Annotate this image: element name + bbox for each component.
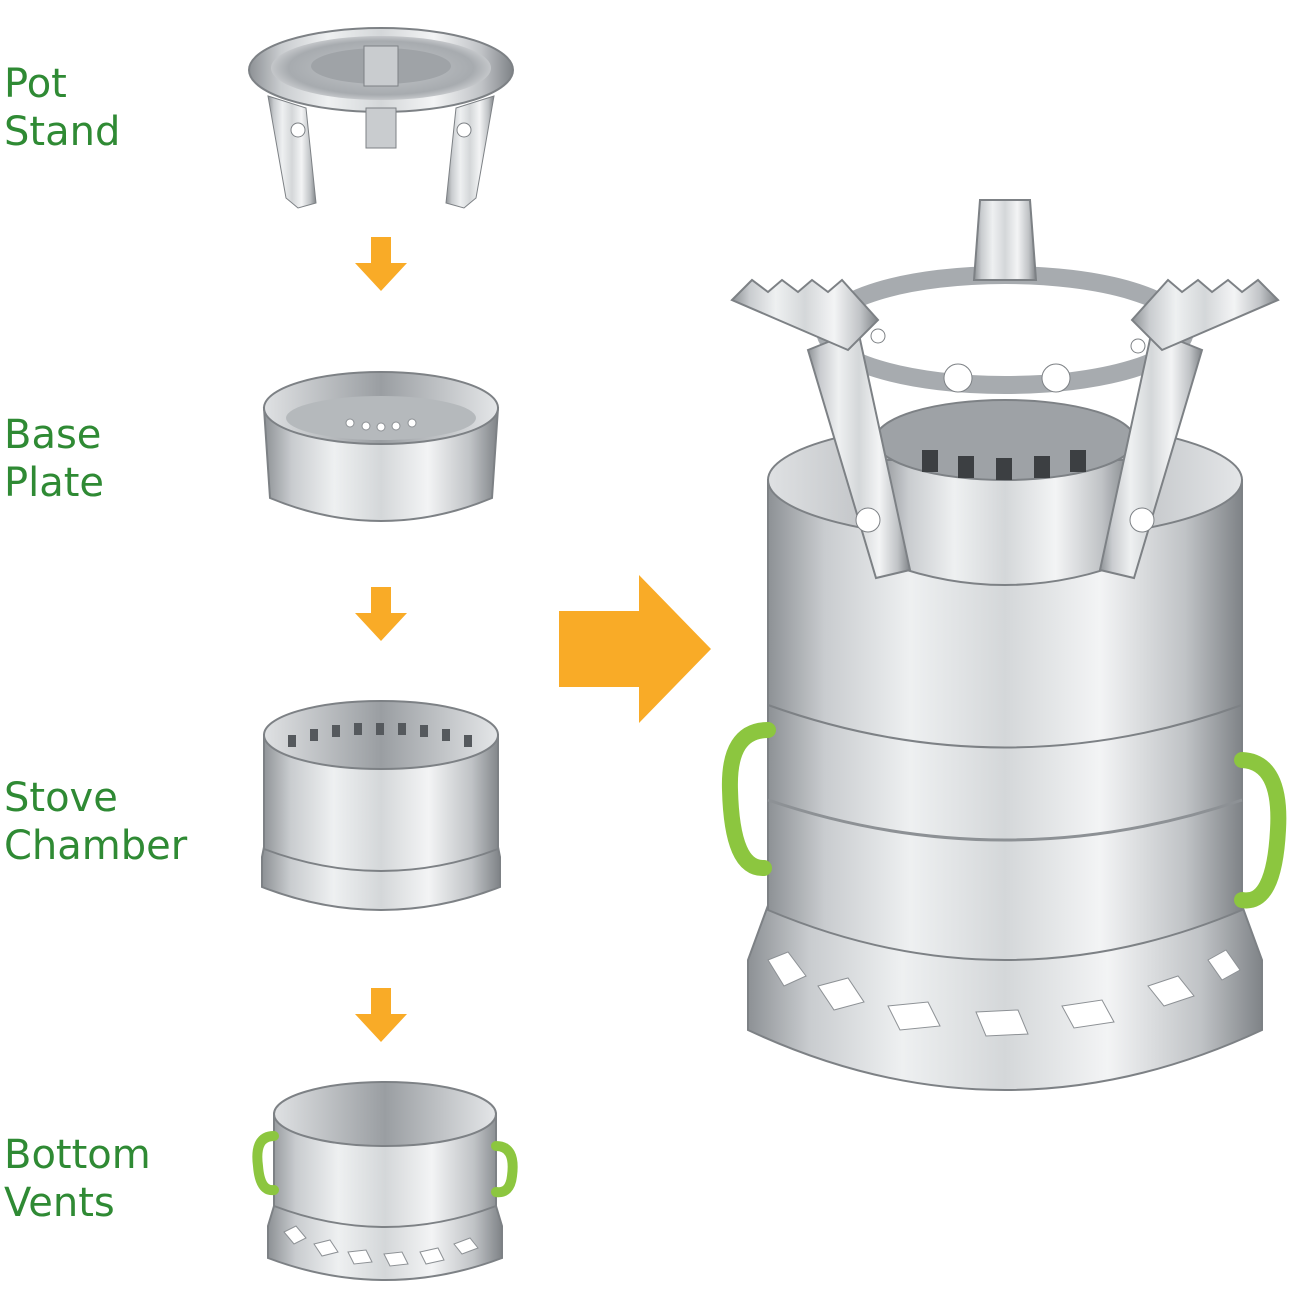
base-plate-label: Base Plate (4, 411, 104, 507)
base-plate-image (262, 371, 500, 522)
pot-stand-label-line1: Pot (4, 61, 67, 107)
bottom-vents-part (250, 1076, 520, 1288)
stove-chamber-label-line2: Chamber (4, 823, 188, 869)
arrow-down-icon (355, 237, 407, 291)
base-plate-label-line1: Base (4, 412, 102, 458)
assembly-arrow (559, 575, 711, 723)
arrow-down-icon (355, 587, 407, 641)
assembled-stove (718, 140, 1293, 1100)
stove-chamber-label: Stove Chamber (4, 774, 187, 870)
step-arrow-2 (355, 587, 407, 641)
pot-stand-label: Pot Stand (4, 60, 120, 156)
arrow-right-icon (559, 575, 711, 723)
base-plate-label-line2: Plate (4, 460, 105, 506)
base-plate-part (258, 368, 504, 532)
pot-stand-image (248, 27, 514, 209)
assembled-stove-image (721, 199, 1287, 1091)
pot-stand-part (246, 18, 516, 218)
step-arrow-3 (355, 988, 407, 1042)
bottom-vents-image (252, 1081, 518, 1281)
step-arrow-1 (355, 237, 407, 291)
arrow-down-icon (355, 988, 407, 1042)
stove-chamber-label-line1: Stove (4, 775, 118, 821)
bottom-vents-label-line2: Vents (4, 1180, 115, 1226)
bottom-vents-label: Bottom Vents (4, 1131, 151, 1227)
bottom-vents-label-line1: Bottom (4, 1132, 151, 1178)
pot-stand-label-line2: Stand (4, 109, 121, 155)
stove-chamber-part (258, 697, 504, 917)
stove-chamber-image (261, 700, 501, 911)
